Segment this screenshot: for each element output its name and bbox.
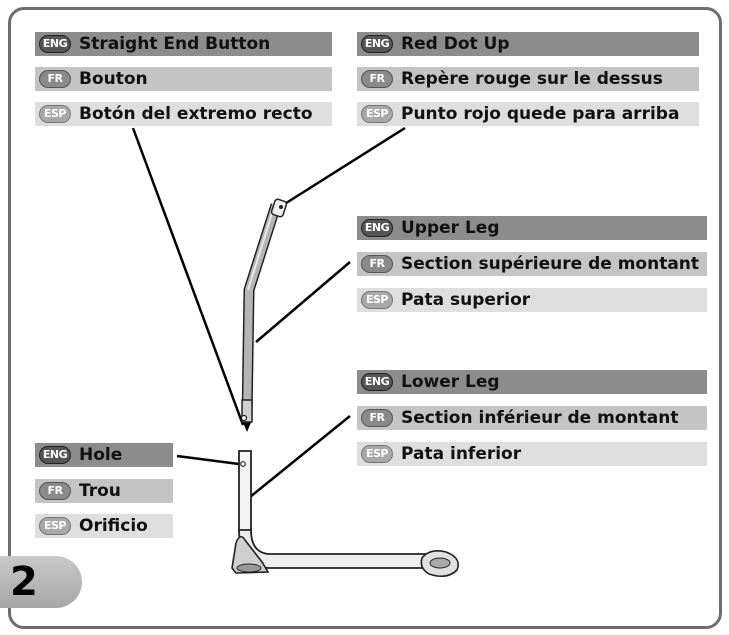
fr-badge-icon: FR bbox=[35, 479, 75, 503]
eng-badge-icon: ENG bbox=[357, 216, 397, 240]
label-text: Repère rouge sur le dessus bbox=[401, 69, 663, 89]
label-hole-eng: ENG Hole bbox=[35, 443, 173, 467]
leader-lower-leg bbox=[249, 415, 351, 498]
fr-badge-icon: FR bbox=[357, 252, 397, 276]
eng-badge-icon: ENG bbox=[35, 32, 75, 56]
red-dot-marker bbox=[279, 205, 283, 209]
label-hole-esp: ESP Orificio bbox=[35, 514, 173, 538]
esp-badge-icon: ESP bbox=[35, 514, 75, 538]
label-text: Pata inferior bbox=[401, 444, 522, 464]
eng-badge-icon: ENG bbox=[357, 32, 397, 56]
hole-marker bbox=[240, 461, 246, 467]
label-text: Lower Leg bbox=[401, 372, 500, 392]
fr-badge-icon: FR bbox=[35, 67, 75, 91]
label-text: Straight End Button bbox=[79, 34, 271, 54]
leader-hole bbox=[176, 454, 240, 466]
label-lower-leg-fr: FR Section inférieur de montant bbox=[357, 406, 707, 430]
fr-badge-icon: FR bbox=[357, 67, 397, 91]
label-lower-leg-eng: ENG Lower Leg bbox=[357, 370, 707, 394]
upper-leg bbox=[240, 198, 288, 423]
label-straight-end-button-fr: FR Bouton bbox=[35, 67, 332, 91]
esp-badge-icon: ESP bbox=[357, 288, 397, 312]
label-text: Section supérieure de montant bbox=[401, 254, 700, 274]
leader-straight-end-button bbox=[131, 127, 245, 426]
label-text: Trou bbox=[79, 481, 121, 501]
label-upper-leg-esp: ESP Pata superior bbox=[357, 288, 707, 312]
label-upper-leg-eng: ENG Upper Leg bbox=[357, 216, 707, 240]
arrowhead-down bbox=[242, 420, 252, 432]
label-text: Bouton bbox=[79, 69, 148, 89]
label-lower-leg-esp: ESP Pata inferior bbox=[357, 442, 707, 466]
lower-leg bbox=[231, 450, 459, 578]
label-text: Red Dot Up bbox=[401, 34, 510, 54]
eng-badge-icon: ENG bbox=[357, 370, 397, 394]
label-red-dot-up-eng: ENG Red Dot Up bbox=[357, 32, 699, 56]
label-hole-fr: FR Trou bbox=[35, 479, 173, 503]
label-red-dot-up-esp: ESP Punto rojo quede para arriba bbox=[357, 102, 699, 126]
label-text: Pata superior bbox=[401, 290, 531, 310]
label-text: Punto rojo quede para arriba bbox=[401, 104, 680, 124]
label-straight-end-button-esp: ESP Botón del extremo recto bbox=[35, 102, 332, 126]
esp-badge-icon: ESP bbox=[357, 442, 397, 466]
step-number-badge: 2 bbox=[0, 556, 82, 608]
leader-upper-leg bbox=[255, 261, 351, 343]
label-straight-end-button-eng: ENG Straight End Button bbox=[35, 32, 332, 56]
fr-badge-icon: FR bbox=[357, 406, 397, 430]
eng-badge-icon: ENG bbox=[35, 443, 75, 467]
label-text: Botón del extremo recto bbox=[79, 104, 313, 124]
esp-badge-icon: ESP bbox=[357, 102, 397, 126]
label-red-dot-up-fr: FR Repère rouge sur le dessus bbox=[357, 67, 699, 91]
leader-red-dot-up bbox=[282, 126, 406, 207]
label-text: Upper Leg bbox=[401, 218, 500, 238]
label-text: Section inférieur de montant bbox=[401, 408, 679, 428]
label-text: Orificio bbox=[79, 516, 148, 536]
label-text: Hole bbox=[79, 445, 123, 465]
esp-badge-icon: ESP bbox=[35, 102, 75, 126]
label-upper-leg-fr: FR Section supérieure de montant bbox=[357, 252, 707, 276]
straight-end-button-marker bbox=[240, 414, 248, 422]
